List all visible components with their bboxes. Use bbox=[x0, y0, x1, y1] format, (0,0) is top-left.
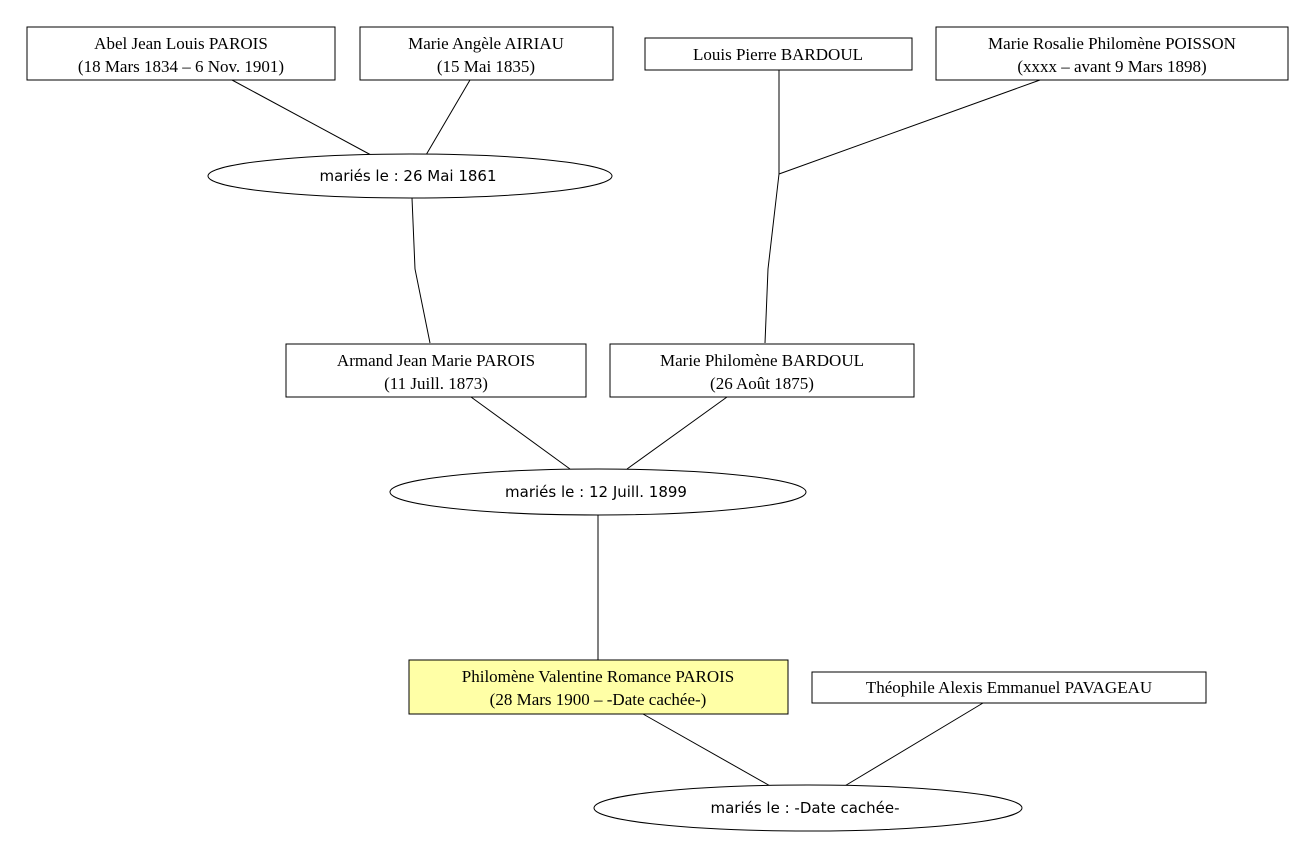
person-name: Marie Angèle AIRIAU bbox=[408, 34, 564, 53]
marriage-label: mariés le : 12 Juill. 1899 bbox=[505, 483, 687, 501]
link-philomene-valentine-mhidden bbox=[642, 713, 773, 788]
link-marie-angele-m1861 bbox=[425, 79, 471, 156]
person-name: Philomène Valentine Romance PAROIS bbox=[462, 667, 734, 686]
marriage-label: mariés le : -Date cachée- bbox=[710, 799, 899, 817]
link-marie-rosalie-junction bbox=[778, 79, 1041, 175]
person-name: Théophile Alexis Emmanuel PAVAGEAU bbox=[866, 678, 1152, 697]
person-dates: (18 Mars 1834 – 6 Nov. 1901) bbox=[78, 57, 284, 76]
link-marie-philomene-m1899 bbox=[626, 396, 728, 470]
person-box-louis-pierre[interactable]: Louis Pierre BARDOUL bbox=[644, 37, 913, 71]
person-name: Armand Jean Marie PAROIS bbox=[337, 351, 535, 370]
person-name: Marie Rosalie Philomène POISSON bbox=[988, 34, 1236, 53]
person-dates: (11 Juill. 1873) bbox=[384, 374, 488, 393]
marriage-ellipse-1899[interactable]: mariés le : 12 Juill. 1899 bbox=[389, 468, 807, 516]
person-name: Abel Jean Louis PAROIS bbox=[94, 34, 268, 53]
person-dates: (26 Août 1875) bbox=[710, 374, 814, 393]
person-name: Marie Philomène BARDOUL bbox=[660, 351, 864, 370]
person-box-philomene-valentine[interactable]: Philomène Valentine Romance PAROIS (28 M… bbox=[408, 659, 789, 715]
link-junction-marie-philomene bbox=[764, 173, 780, 344]
person-dates: (xxxx – avant 9 Mars 1898) bbox=[1017, 57, 1206, 76]
marriage-label: mariés le : 26 Mai 1861 bbox=[319, 167, 496, 185]
person-dates: (15 Mai 1835) bbox=[437, 57, 535, 76]
person-box-armand[interactable]: Armand Jean Marie PAROIS (11 Juill. 1873… bbox=[285, 343, 587, 398]
marriage-ellipse-hidden[interactable]: mariés le : -Date cachée- bbox=[593, 784, 1023, 832]
person-box-theophile[interactable]: Théophile Alexis Emmanuel PAVAGEAU bbox=[811, 671, 1207, 704]
link-abel-m1861 bbox=[231, 79, 372, 156]
person-name: Louis Pierre BARDOUL bbox=[693, 45, 863, 64]
person-dates: (28 Mars 1900 – -Date cachée-) bbox=[490, 690, 707, 709]
person-box-abel[interactable]: Abel Jean Louis PAROIS (18 Mars 1834 – 6… bbox=[26, 26, 336, 81]
marriage-ellipse-1861[interactable]: mariés le : 26 Mai 1861 bbox=[207, 153, 613, 199]
link-armand-m1899 bbox=[470, 396, 571, 470]
link-m1861-armand bbox=[411, 197, 431, 344]
person-box-marie-philomene[interactable]: Marie Philomène BARDOUL (26 Août 1875) bbox=[609, 343, 915, 398]
person-box-marie-angele[interactable]: Marie Angèle AIRIAU (15 Mai 1835) bbox=[359, 26, 614, 81]
connector-lines bbox=[231, 70, 1041, 788]
person-box-marie-rosalie[interactable]: Marie Rosalie Philomène POISSON (xxxx – … bbox=[935, 26, 1289, 81]
link-theophile-mhidden bbox=[842, 702, 984, 788]
